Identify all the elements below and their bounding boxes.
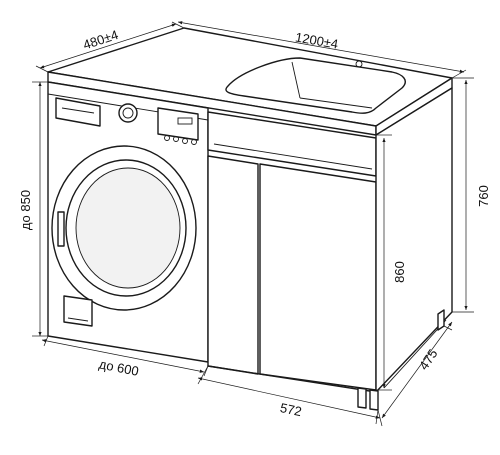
dim-left-height: до 850 xyxy=(18,190,33,230)
cabinet-leg-corner xyxy=(369,389,379,411)
washing-machine xyxy=(47,81,209,363)
cabinet xyxy=(207,87,453,411)
cabinet-leg-back xyxy=(437,309,445,331)
dim-right-height: 760 xyxy=(476,185,491,207)
detergent-drawer xyxy=(55,97,101,127)
dim-cabinet-width: 572 xyxy=(279,400,303,419)
washer-door-glass xyxy=(75,167,181,289)
dim-top-width: 1200±4 xyxy=(294,29,339,51)
cabinet-side-panel xyxy=(375,87,453,393)
dimension-lines xyxy=(32,21,474,427)
cabinet-left-door xyxy=(207,155,259,375)
cabinet-right-door xyxy=(259,163,377,391)
dim-machine-width: до 600 xyxy=(98,356,140,378)
dim-cabinet-depth: 475 xyxy=(416,346,441,372)
program-dial-icon xyxy=(118,103,138,123)
cabinet-leg-front xyxy=(357,387,367,409)
dim-cabinet-height: 860 xyxy=(392,261,407,283)
service-hatch xyxy=(63,295,93,327)
